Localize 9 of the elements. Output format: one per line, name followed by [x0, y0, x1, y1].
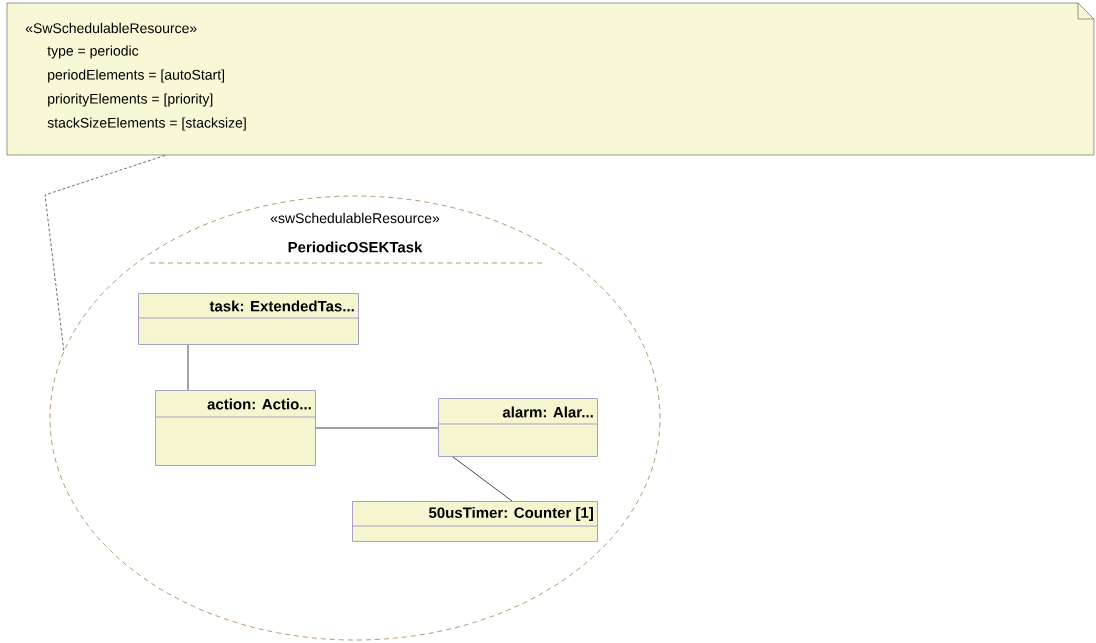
connector-line [187, 344, 189, 391]
object-box: task: ExtendedTas... [137, 293, 359, 345]
object-box: alarm: Alar... [437, 398, 598, 457]
connector-line [315, 427, 439, 429]
connector-line [452, 456, 513, 502]
object-box: 50usTimer: Counter [1] [351, 501, 598, 542]
note: «SwSchedulableResource» type = periodic periodElements = [autoStart] priorityElements = [priority] stackSizeElements = [stacksize] [6, 2, 1095, 156]
object-box: action: Actio... [154, 390, 316, 466]
anchor-line [44, 155, 166, 352]
